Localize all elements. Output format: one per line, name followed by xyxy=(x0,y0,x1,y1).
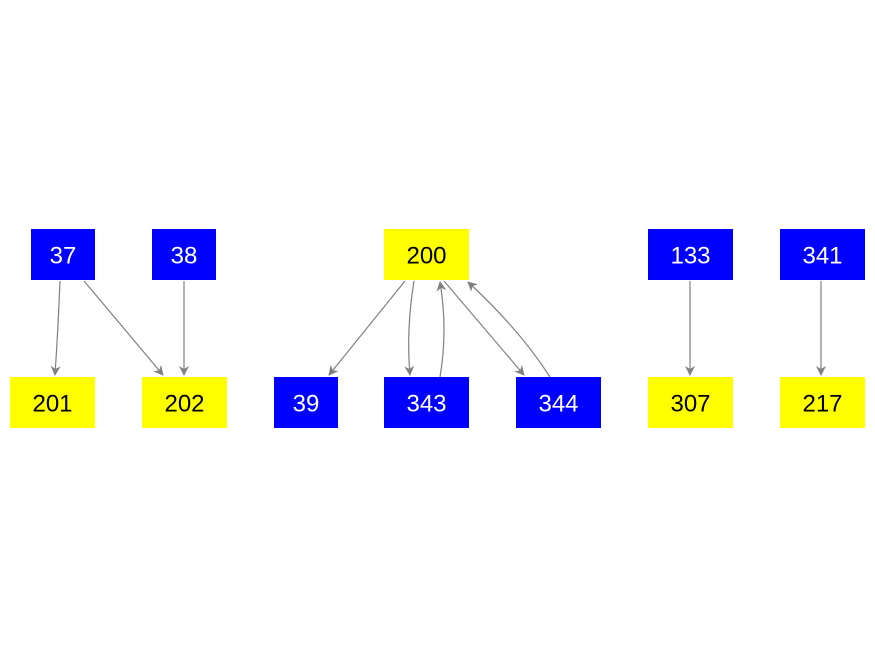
node-344[interactable]: 344 xyxy=(516,377,601,428)
node-200[interactable]: 200 xyxy=(384,229,469,280)
node-label: 39 xyxy=(293,391,320,418)
node-133[interactable]: 133 xyxy=(648,229,733,280)
node-label: 133 xyxy=(670,243,710,270)
node-202[interactable]: 202 xyxy=(142,377,227,428)
edges-group xyxy=(50,280,826,378)
node-label: 343 xyxy=(406,391,446,418)
node-201[interactable]: 201 xyxy=(10,377,95,428)
node-box xyxy=(142,377,227,428)
node-label: 202 xyxy=(164,391,204,418)
node-307[interactable]: 307 xyxy=(648,377,733,428)
node-label: 200 xyxy=(406,243,446,270)
edge-200-to-39 xyxy=(328,280,406,376)
edge-343-to-200 xyxy=(436,281,447,378)
nodes-group: 37 38 200 133 341 201 202 39 xyxy=(10,229,865,428)
node-box xyxy=(516,377,601,428)
edge-37-to-202 xyxy=(83,280,164,376)
edge-200-to-344 xyxy=(443,280,525,376)
node-label: 201 xyxy=(32,391,72,418)
edge-344-to-200 xyxy=(467,281,551,378)
node-box xyxy=(274,377,338,428)
node-box xyxy=(384,377,469,428)
node-label: 344 xyxy=(538,391,578,418)
node-label: 341 xyxy=(802,243,842,270)
node-label: 37 xyxy=(50,243,77,270)
node-39[interactable]: 39 xyxy=(274,377,338,428)
node-343[interactable]: 343 xyxy=(384,377,469,428)
edge-200-to-343 xyxy=(404,280,415,376)
node-box xyxy=(780,377,865,428)
node-38[interactable]: 38 xyxy=(152,229,216,280)
node-box xyxy=(152,229,216,280)
node-341[interactable]: 341 xyxy=(780,229,865,280)
node-label: 307 xyxy=(670,391,710,418)
node-217[interactable]: 217 xyxy=(780,377,865,428)
node-box xyxy=(780,229,865,280)
node-box xyxy=(10,377,95,428)
node-box xyxy=(384,229,469,280)
node-box xyxy=(648,377,733,428)
node-37[interactable]: 37 xyxy=(31,229,95,280)
node-box xyxy=(648,229,733,280)
edge-37-to-201 xyxy=(50,280,61,376)
node-label: 217 xyxy=(802,391,842,418)
node-box xyxy=(31,229,95,280)
node-label: 38 xyxy=(171,243,198,270)
